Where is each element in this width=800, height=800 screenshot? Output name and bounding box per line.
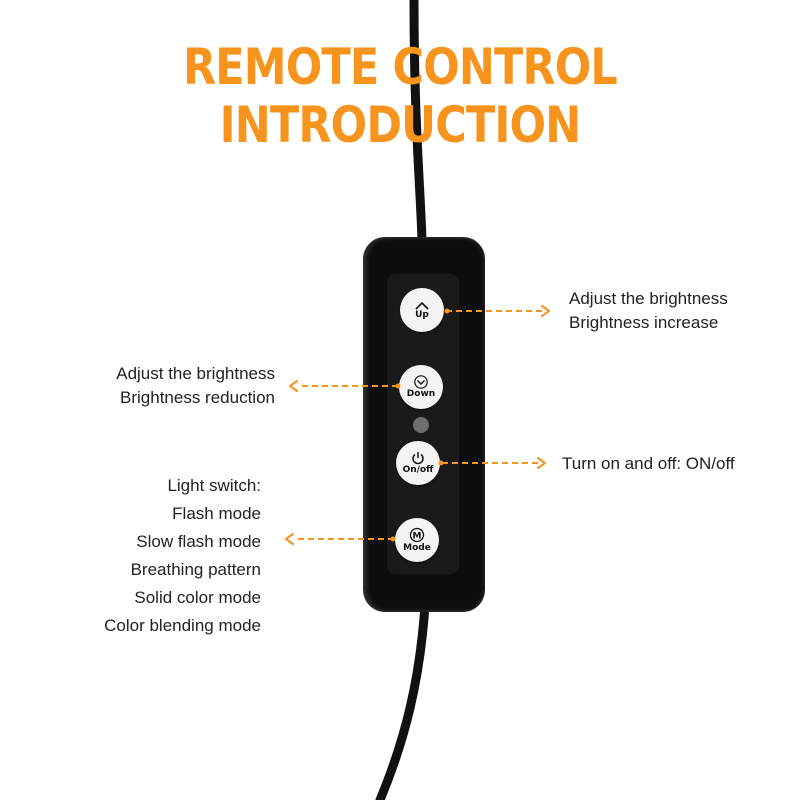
mode-option: Breathing pattern <box>130 560 261 579</box>
chevron-down-icon <box>414 375 428 389</box>
mode-option: Slow flash mode <box>136 532 261 551</box>
mode-option: Solid color mode <box>134 588 261 607</box>
power-button[interactable]: On/off <box>396 441 440 485</box>
down-callout-line2: Brightness reduction <box>120 388 275 407</box>
mode-button-label: Mode <box>403 543 431 553</box>
up-callout: Adjust the brightness Brightness increas… <box>569 287 728 335</box>
mode-icon-letter: M <box>413 532 422 542</box>
power-icon <box>412 452 424 465</box>
power-callout: Turn on and off: ON/off <box>562 452 735 476</box>
down-button[interactable]: Down <box>399 365 443 409</box>
page-title: REMOTE CONTROL INTRODUCTION <box>183 38 618 154</box>
mode-button[interactable]: M Mode <box>395 518 439 562</box>
mode-option: Flash mode <box>172 504 261 523</box>
mode-option: Color blending mode <box>104 616 261 635</box>
up-callout-line2: Brightness increase <box>569 313 719 332</box>
down-button-label: Down <box>406 389 436 399</box>
m-circle-icon: M <box>409 527 425 543</box>
down-callout: Adjust the brightness Brightness reducti… <box>40 362 275 410</box>
mode-callout: Light switch: Flash mode Slow flash mode… <box>30 472 261 640</box>
power-button-label: On/off <box>402 465 434 475</box>
up-button-label: Up <box>415 309 429 320</box>
status-led <box>413 417 429 433</box>
up-callout-line1: Adjust the brightness <box>569 289 728 308</box>
chevron-up-icon <box>415 301 429 310</box>
mode-callout-heading: Light switch: <box>167 476 261 495</box>
power-callout-line1: Turn on and off: ON/off <box>562 454 735 473</box>
up-button[interactable]: Up <box>400 288 444 332</box>
down-callout-line1: Adjust the brightness <box>116 364 275 383</box>
